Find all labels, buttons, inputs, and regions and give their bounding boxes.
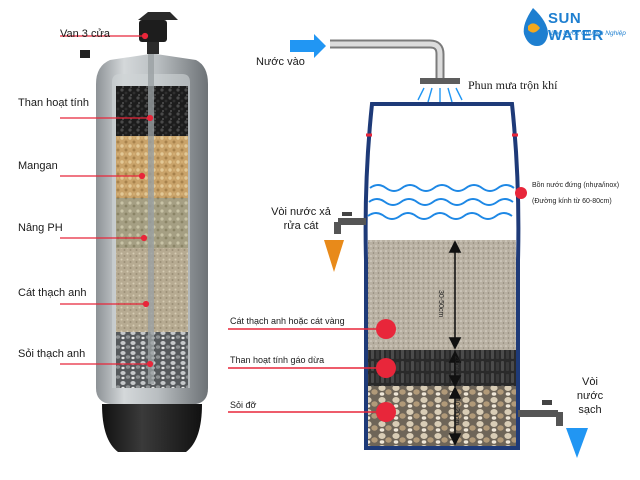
depth-gravel: 10-20cm: [453, 398, 460, 426]
marker-sand: [376, 319, 396, 339]
brand-name: SUN WATER: [548, 10, 604, 44]
marker-tank: [515, 187, 527, 199]
spray-head: [420, 78, 460, 84]
left-filter-tank: [60, 12, 208, 452]
label-sand: Cát thạch anh hoặc cát vàng: [230, 316, 345, 326]
label-tank-note-1: Bồn nước đứng (nhựa/inox): [532, 182, 620, 189]
label-carbon: Than hoạt tính: [18, 97, 89, 109]
right-filter-tank: [228, 34, 588, 458]
label-valve: Van 3 cửa: [60, 28, 110, 40]
inlet-arrow: [290, 34, 326, 58]
label-quartz-gravel: Sỏi thạch anh: [18, 348, 86, 360]
marker-gravel: [376, 402, 396, 422]
brand-tagline: Lọc Nước Chuyên Nghiệp: [551, 30, 626, 37]
label-outlet: Vòi nước sạch: [576, 376, 604, 416]
outlet-arrow: [566, 428, 588, 458]
depth-arrows: [448, 240, 462, 446]
center-pipe: [148, 54, 154, 384]
depth-coco: 20cm: [453, 356, 460, 374]
label-coconut-carbon: Than hoạt tính gáo dừa: [230, 355, 325, 365]
marker-coco: [376, 358, 396, 378]
backwash-tap: [324, 212, 366, 272]
label-backwash: Vòi nước xả rửa cát: [271, 206, 331, 232]
backwash-arrow: [324, 240, 344, 272]
label-ph: Nâng PH: [18, 222, 63, 234]
label-mangan: Mangan: [18, 160, 58, 172]
water-surface: [367, 184, 515, 220]
label-inlet: Nước vào: [256, 56, 305, 68]
valve-body: [139, 20, 167, 42]
tank-base: [102, 404, 202, 452]
label-tank-note-2: (Đường kính từ 60-80cm): [532, 198, 612, 205]
outlet-tap: [518, 400, 588, 458]
depth-sand: 30-50cm: [437, 290, 444, 318]
spray-drops: [417, 87, 463, 104]
label-spray: Phun mưa trộn khí: [468, 78, 558, 92]
brand-logo-icon: [523, 8, 548, 46]
label-support-gravel: Sỏi đỡ: [230, 400, 257, 410]
valve-handle: [138, 12, 178, 20]
label-quartz-sand: Cát thạch anh: [18, 287, 87, 299]
